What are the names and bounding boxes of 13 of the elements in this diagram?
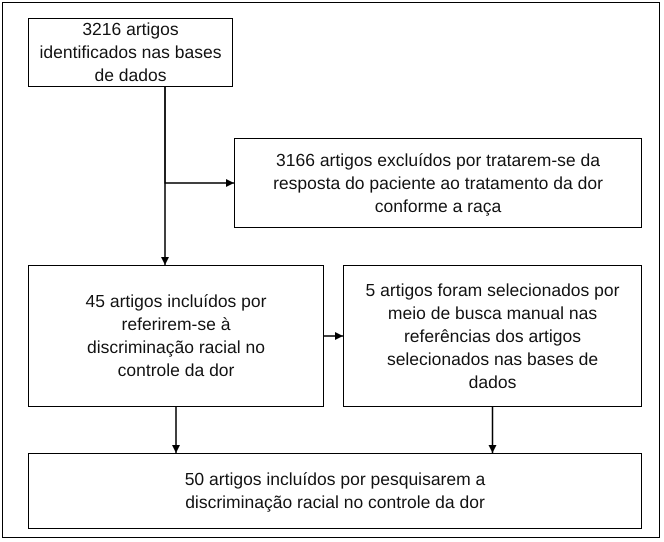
box-text: 5 artigos foram selecionados por meio de busca manual nas referências dos artigos selecionados nas bases de dados: [364, 278, 620, 394]
box-text: 3166 artigos excluídos por tratarem-se da resposta do paciente ao tratamento da dor conforme a raça: [272, 148, 604, 218]
box-text: 50 artigos incluídos por pesquisarem a discriminação racial no controle da dor: [184, 468, 486, 514]
process-box: [28, 265, 324, 407]
process-box: [234, 138, 642, 228]
arrow: [324, 332, 343, 340]
arrow: [172, 407, 180, 453]
box-text: 45 artigos incluídos por referirem-se à discriminação racial no controle da dor: [84, 290, 268, 382]
arrow: [164, 87, 234, 187]
box-text: 3216 artigos identificados nas bases de dados: [38, 18, 222, 87]
process-box: [343, 265, 642, 407]
process-box: [28, 453, 642, 529]
arrow: [488, 407, 496, 453]
